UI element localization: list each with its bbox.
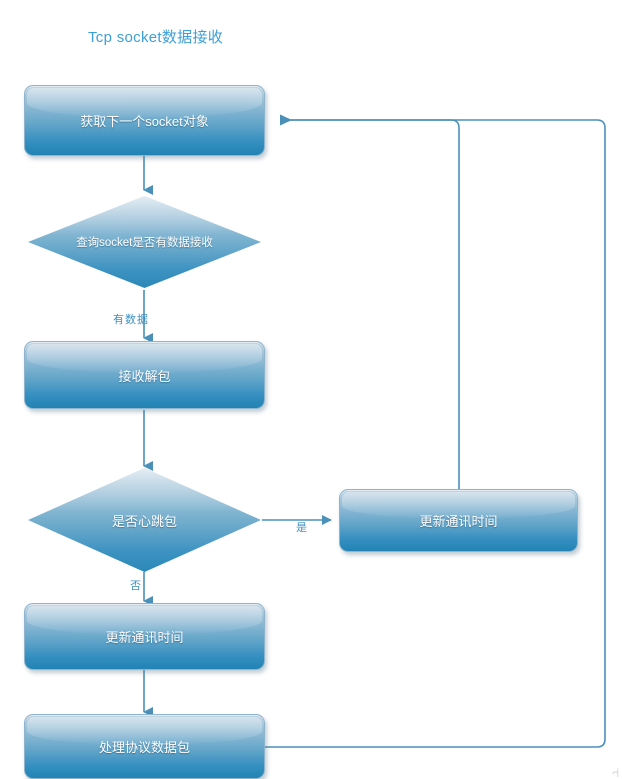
node-update-time-right[interactable]: 更新通讯时间 (339, 489, 578, 552)
node-query-socket-label: 查询socket是否有数据接收 (76, 237, 213, 249)
edge-feedback-inner (280, 114, 460, 489)
node-is-heartbeat-label: 是否心跳包 (111, 513, 177, 529)
edge-label-yes: 是 (296, 522, 308, 534)
node-get-socket[interactable]: 获取下一个socket对象 (24, 85, 265, 156)
node-update-time-main-label: 更新通讯时间 (105, 630, 184, 645)
node-recv-unpack[interactable]: 接收解包 (24, 341, 265, 409)
node-update-time-main[interactable]: 更新通讯时间 (24, 603, 265, 670)
node-handle-packet[interactable]: 处理协议数据包 (24, 714, 265, 779)
edge-label-no: 否 (130, 580, 142, 592)
page-title: Tcp socket数据接收 (88, 29, 224, 46)
edge-feedback-outer (265, 119, 606, 748)
corner-watermark: ⌐| (612, 767, 619, 777)
edge-label-has-data: 有数据 (113, 314, 149, 326)
node-update-time-right-label: 更新通讯时间 (419, 514, 498, 529)
node-get-socket-label: 获取下一个socket对象 (80, 114, 209, 129)
node-handle-packet-label: 处理协议数据包 (98, 740, 190, 755)
node-is-heartbeat[interactable]: 是否心跳包 (28, 468, 261, 572)
node-query-socket[interactable]: 查询socket是否有数据接收 (28, 196, 261, 288)
node-recv-unpack-label: 接收解包 (118, 368, 171, 384)
